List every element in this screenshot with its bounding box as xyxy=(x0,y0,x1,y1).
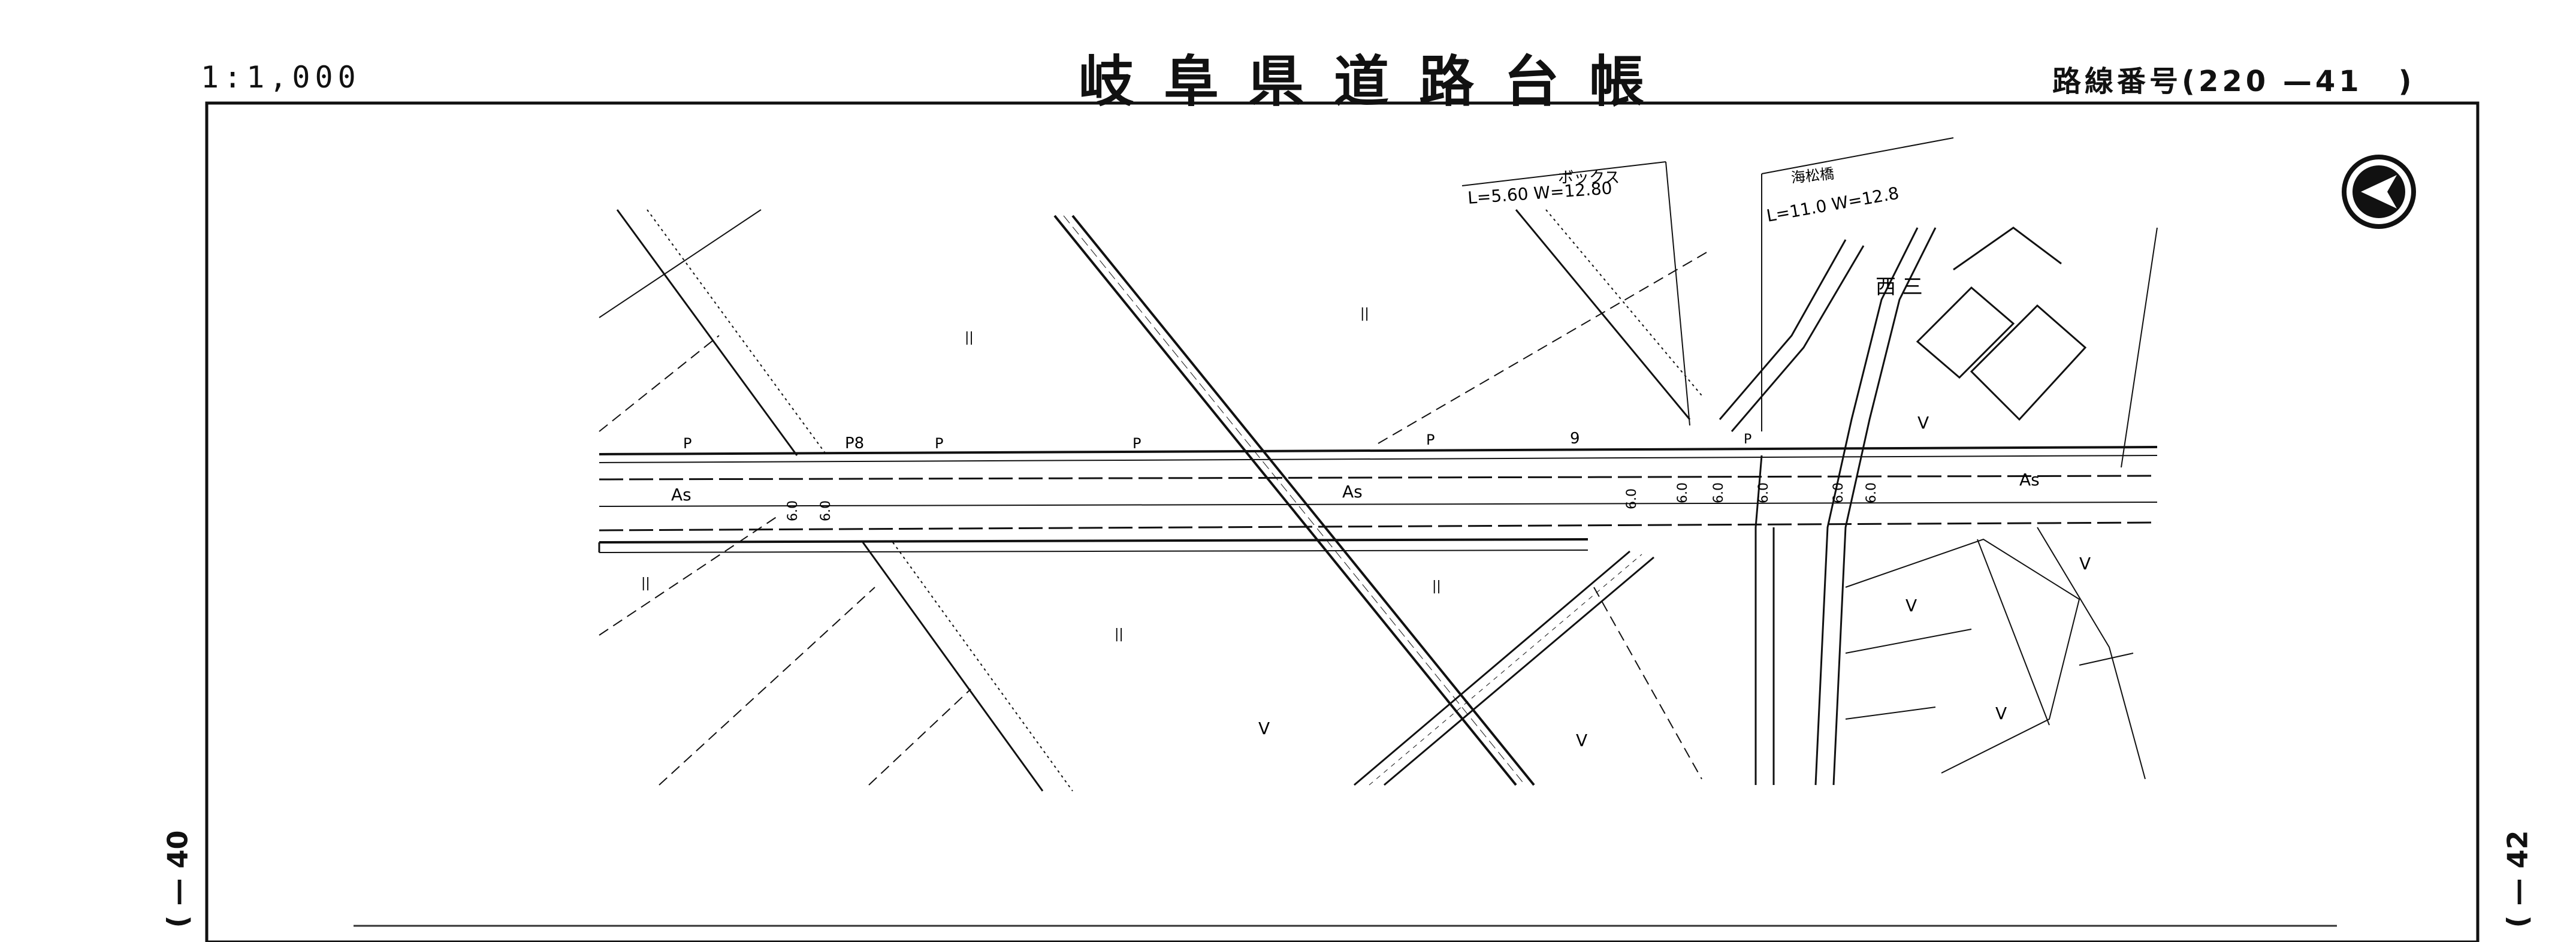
structure-leaders xyxy=(1461,137,1954,431)
width-label: 6.0 xyxy=(786,500,801,521)
field-mark: || xyxy=(1115,627,1124,642)
parking-label: 9 xyxy=(1570,430,1580,448)
field-mark: V xyxy=(1905,596,1917,615)
parking-label: P xyxy=(935,435,943,452)
field-mark: V xyxy=(1917,413,1929,433)
width-labels: 6.0 6.0 6.0 6.0 6.0 6.0 6.0 6.0 xyxy=(786,482,1879,521)
width-label: 6.0 xyxy=(1675,482,1690,503)
field-mark: V xyxy=(2079,554,2091,573)
route-number: 路線番号(220 —41) xyxy=(2052,58,2415,99)
surface-label: As xyxy=(1342,482,1363,502)
surface-label: As xyxy=(671,485,691,505)
scale-label: 1:1,000 xyxy=(201,60,361,95)
parking-label: P xyxy=(683,435,691,452)
width-label: 6.0 xyxy=(1864,482,1879,503)
width-label: 6.0 xyxy=(1756,482,1771,503)
parking-label: P xyxy=(1426,431,1435,448)
surface-label: As xyxy=(2019,470,2040,490)
field-mark: V xyxy=(1995,704,2007,723)
boundary-lines xyxy=(599,251,1708,786)
river-channel xyxy=(1719,227,1937,786)
box-culvert-name: ボックス xyxy=(1558,169,1620,187)
field-mark: V xyxy=(1576,730,1587,750)
width-label: 6.0 xyxy=(1624,488,1639,509)
map-frame xyxy=(205,101,2480,942)
river-label: 西 三 xyxy=(1876,275,1923,299)
field-mark: || xyxy=(641,576,650,591)
field-mark: || xyxy=(965,330,974,345)
diagonal-railway xyxy=(1053,215,1535,786)
main-road xyxy=(598,446,2158,553)
bridge-dimensions: L=11.0 W=12.8 xyxy=(1765,183,1900,226)
width-label: 6.0 xyxy=(819,500,833,521)
right-diagonal-road xyxy=(1354,209,1702,786)
width-label: 6.0 xyxy=(1711,482,1726,503)
route-number-close: ) xyxy=(2398,65,2415,98)
parking-label: P8 xyxy=(845,434,864,452)
route-number-text: 路線番号(220 —41 xyxy=(2052,65,2363,98)
parking-label: P xyxy=(1744,432,1751,447)
field-marks: || || || || || V V V V V V xyxy=(641,306,2091,750)
left-diagonal-road xyxy=(599,209,1073,792)
buildings xyxy=(1916,227,2087,421)
north-arrow-icon xyxy=(2342,155,2416,229)
parcel-lines xyxy=(1845,227,2158,780)
width-label: 6.0 xyxy=(1831,482,1846,503)
bridge-name: 海松橋 xyxy=(1790,165,1835,186)
field-mark: V xyxy=(1258,718,1270,738)
field-mark: || xyxy=(1360,306,1369,321)
field-mark: || xyxy=(1432,579,1441,594)
parking-label: P xyxy=(1133,435,1141,452)
